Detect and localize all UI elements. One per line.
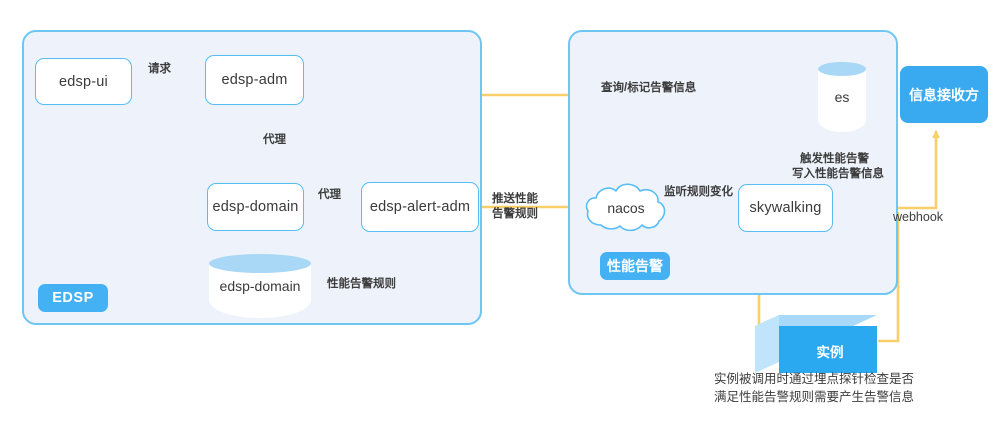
edge-label-trigger-line1: 触发性能告警 [800, 153, 869, 165]
edge-label-request: 请求 [148, 63, 171, 75]
edge-label-trigger-line2: 写入性能告警信息 [792, 168, 884, 180]
database-edsp-domain-label: edsp-domain [219, 278, 301, 294]
cylinder-top [209, 254, 311, 273]
database-es[interactable]: es [818, 62, 866, 132]
edge-label-webhook: webhook [893, 210, 944, 224]
nacos-label: nacos [607, 200, 645, 216]
edge-label-perf-alert-rule: 性能告警规则 [327, 278, 396, 290]
node-edsp-alert-adm[interactable]: edsp-alert-adm [361, 182, 479, 232]
edge-label-proxy-1: 代理 [263, 134, 286, 146]
node-message-receiver[interactable]: 信息接收方 [900, 66, 988, 123]
node-edsp-domain[interactable]: edsp-domain [207, 183, 304, 231]
edge-label-push-rule-line2: 告警规则 [492, 208, 538, 220]
caption-line-1: 实例被调用时通过埋点探针检查是否 [714, 372, 915, 386]
node-edsp-ui[interactable]: edsp-ui [35, 58, 132, 105]
edge-label-proxy-2: 代理 [318, 189, 341, 201]
node-edsp-adm[interactable]: edsp-adm [205, 55, 304, 105]
node-instance[interactable]: 实例 [755, 315, 877, 373]
badge-performance-alert: 性能告警 [600, 252, 670, 280]
edge-label-query-mark: 查询/标记告警信息 [601, 82, 697, 94]
badge-edsp: EDSP [38, 284, 108, 312]
cylinder-body [818, 69, 866, 132]
nacos-cloud-icon [585, 183, 666, 232]
database-edsp-domain[interactable]: edsp-domain [209, 254, 311, 318]
database-es-label: es [834, 89, 850, 105]
node-instance-label: 实例 [816, 344, 844, 360]
node-skywalking[interactable]: skywalking [738, 184, 833, 232]
caption-line-2: 满足性能告警规则需要产生告警信息 [714, 390, 915, 404]
edge-label-push-rule-line1: 推送性能 [492, 193, 538, 205]
edge-label-listen-rule-change: 监听规则变化 [664, 186, 733, 198]
cylinder-top [818, 62, 866, 76]
